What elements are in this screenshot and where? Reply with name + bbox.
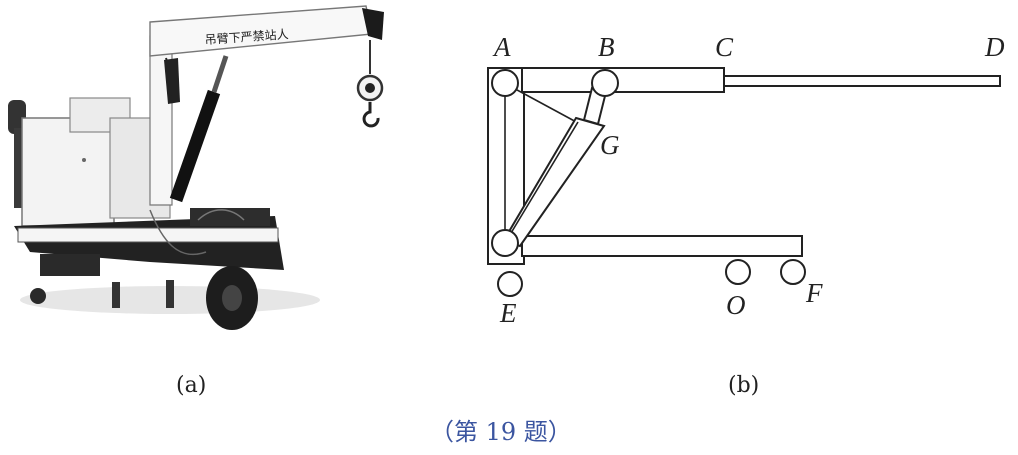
crane-boom: 吊臂下严禁站人 — [149, 5, 384, 57]
caption-a: (a) — [176, 373, 206, 398]
crane-hoses — [149, 57, 245, 256]
wheel-e — [497, 271, 523, 297]
wheel-f — [780, 259, 806, 285]
crane-hydraulic-cylinder — [169, 55, 229, 203]
crane-schematic: A B C D G E O F — [487, 32, 1005, 328]
crane-photo: 吊臂下严禁站人 — [8, 5, 384, 330]
crane-hook — [356, 40, 384, 128]
pin-a — [491, 69, 519, 97]
label-g: G — [600, 130, 620, 160]
label-c: C — [715, 32, 734, 62]
boom-warning-text: 吊臂下严禁站人 — [204, 27, 289, 47]
label-o: O — [726, 290, 746, 320]
label-b: B — [598, 32, 615, 62]
crane-chassis — [14, 208, 284, 276]
brace-a-lower — [505, 83, 581, 125]
label-e: E — [499, 298, 517, 328]
pin-lower — [491, 229, 519, 257]
label-d: D — [984, 32, 1005, 62]
pin-b — [591, 69, 619, 97]
problem-label: （第 19 题） — [430, 418, 572, 446]
crane-body — [21, 97, 171, 227]
label-f: F — [805, 278, 823, 308]
base-arm — [521, 235, 803, 257]
extension-arm — [723, 75, 1001, 87]
caption-b: (b) — [728, 373, 759, 398]
strut-lower-upper — [507, 121, 579, 239]
upper-arm — [521, 67, 725, 93]
label-a: A — [492, 32, 511, 62]
wheel-o — [725, 259, 751, 285]
crane-mast — [149, 31, 180, 206]
crane-wheels — [30, 266, 258, 330]
